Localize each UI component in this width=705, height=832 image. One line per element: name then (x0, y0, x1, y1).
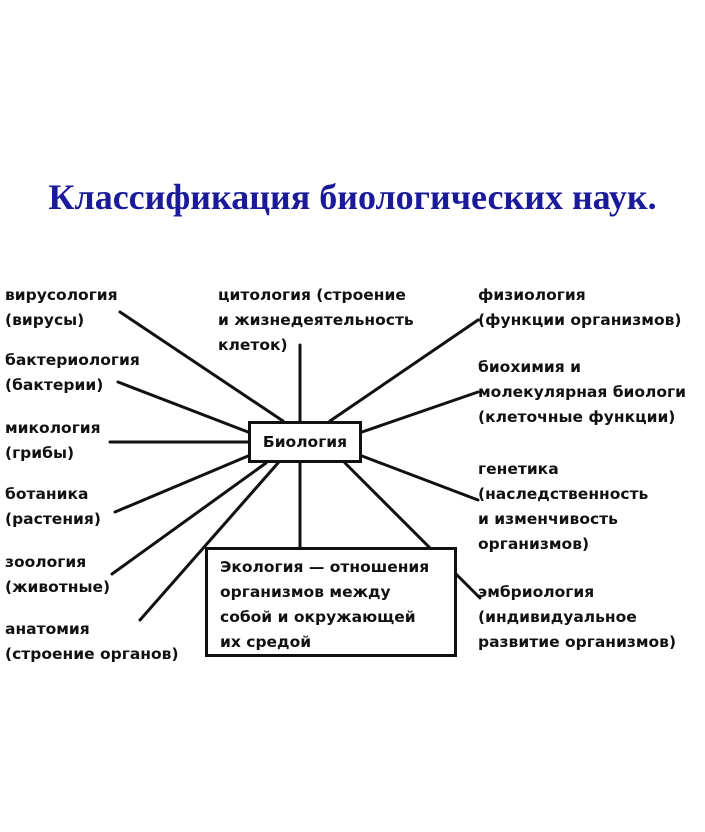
center-label: Биология (262, 433, 348, 451)
node-line: (клеточные функции) (478, 408, 676, 426)
node-line: (строение органов) (5, 645, 179, 663)
node-biochemistry: биохимия и молекулярная биологи (клеточн… (478, 355, 686, 430)
line-virology (118, 310, 285, 423)
line-genetics (360, 454, 480, 502)
line-physiology (328, 318, 480, 423)
node-line: зоология (5, 553, 87, 571)
node-line: собой и окружающей (220, 608, 416, 626)
node-line: Экология — отношения (220, 558, 430, 576)
node-line: (растения) (5, 510, 101, 528)
node-embryology: эмбриология (индивидуальное развитие орг… (478, 580, 676, 655)
node-line: молекулярная биологи (478, 383, 687, 401)
node-line: генетика (478, 460, 559, 478)
node-mycology: микология (грибы) (5, 416, 101, 466)
node-line: развитие организмов) (478, 633, 677, 651)
line-anatomy (138, 461, 280, 622)
node-line: и изменчивость (478, 510, 618, 528)
node-line: анатомия (5, 620, 90, 638)
node-line: (вирусы) (5, 311, 85, 329)
node-line: клеток) (218, 336, 288, 354)
node-line: организмов) (478, 535, 590, 553)
node-line: (грибы) (5, 444, 75, 462)
node-line: вирусология (5, 286, 118, 304)
line-bacteriology (116, 380, 250, 434)
node-virology: вирусология (вирусы) (5, 283, 118, 333)
node-biology-center: Биология (248, 421, 362, 463)
node-line: ботаника (5, 485, 89, 503)
line-zoology (110, 461, 268, 576)
node-bacteriology: бактериология (бактерии) (5, 348, 140, 398)
node-ecology: Экология — отношения организмов между со… (205, 547, 457, 657)
node-line: их средой (220, 633, 312, 651)
node-botany: ботаника (растения) (5, 482, 101, 532)
node-line: и жизнедеятельность (218, 311, 414, 329)
node-line: цитология (строение (218, 286, 406, 304)
node-cytology: цитология (строение и жизнедеятельность … (218, 283, 414, 358)
node-line: бактериология (5, 351, 140, 369)
line-embryology (343, 461, 482, 600)
node-line: микология (5, 419, 101, 437)
node-line: физиология (478, 286, 586, 304)
node-line: эмбриология (478, 583, 595, 601)
node-zoology: зоология (животные) (5, 550, 110, 600)
node-line: (животные) (5, 578, 111, 596)
node-physiology: физиология (функции организмов) (478, 283, 682, 333)
diagram-title: Классификация биологических наук. (48, 177, 657, 217)
node-genetics: генетика (наследственность и изменчивост… (478, 457, 648, 557)
node-line: (наследственность (478, 485, 649, 503)
line-botany (113, 454, 250, 514)
node-anatomy: анатомия (строение органов) (5, 617, 179, 667)
node-line: (функции организмов) (478, 311, 682, 329)
node-line: организмов между (220, 583, 391, 601)
node-line: (индивидуальное (478, 608, 637, 626)
node-line: (бактерии) (5, 376, 104, 394)
line-biochemistry (360, 390, 480, 434)
node-line: биохимия и (478, 358, 581, 376)
